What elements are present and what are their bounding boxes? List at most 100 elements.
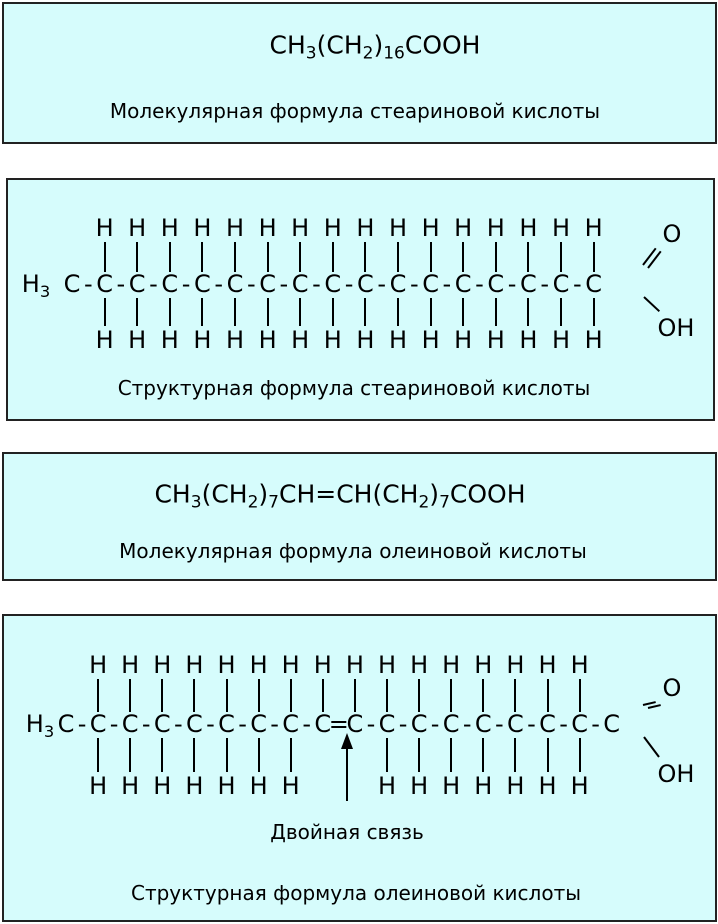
hydrogen-atom-bottom: H [258,326,277,354]
carbon-atom: C [63,270,81,298]
hydrogen-atom-top: H [281,651,300,679]
hydrogen-atom-bottom: H [356,326,375,354]
hydrogen-atom-top: H [217,651,236,679]
hydrogen-atom-top: H [442,651,461,679]
formula-part: COOH [449,479,526,509]
hydrogen-atom-top: H [474,651,493,679]
bond-top [418,679,421,712]
carbon-atom: C [194,270,211,298]
single-bond: - [312,270,321,298]
carbon-atom: C [520,270,537,298]
formula-subscript: 16 [383,43,405,64]
bond-bottom [418,738,421,772]
hydrogen-atom-bottom: H [538,772,557,800]
single-bond: - [279,270,289,298]
hydrogen-atom-bottom: H [474,772,493,800]
double-bond-label: Двойная связь [270,820,424,844]
bond-top [386,679,388,712]
stearic-structural-caption: Структурная формула стеариновой кислоты [117,376,591,400]
single-bond: - [572,270,582,298]
methyl-subscript: 3 [43,721,55,741]
hydrogen-atom-bottom: H [249,772,268,800]
formula-part: ) [429,479,440,509]
single-bond: - [77,710,87,738]
hydrogen-atom-top: H [486,214,505,242]
bond-bottom [482,738,485,772]
carbon-atom: C [186,710,203,738]
single-bond: - [181,270,191,298]
carbon-atom: C [507,710,524,738]
hydrogen-atom-bottom: H [454,326,473,354]
bond-top [331,242,334,272]
formula-part: CH [154,479,191,509]
hydroxyl-group: OH [657,314,695,342]
bond-top [514,679,517,712]
single-bond: - [246,270,256,298]
bond-top [225,679,228,712]
bond-bottom [364,298,367,326]
methyl-group: H3 [22,272,50,300]
hydrogen-atom-top: H [193,214,212,242]
bond-top [97,679,100,712]
single-bond: - [475,270,484,298]
hydrogen-atom-bottom: H [388,326,408,354]
hydrogen-atom-top: H [160,214,179,242]
carbon-atom: C [571,710,588,738]
carbon-atom: C [250,710,267,738]
hydrogen-atom-top: H [225,214,245,242]
bond-top [353,679,356,712]
carbon-atom: C [442,710,460,738]
carbon-atom: C [259,270,276,298]
bond-bottom [546,738,549,772]
bond-top [103,242,106,272]
hydrogen-atom-top: H [506,651,525,679]
hydroxyl-group: OH [657,760,695,788]
bond-top [364,242,367,272]
bond-bottom [201,298,204,326]
bond-top [592,242,595,272]
single-bond: - [409,270,419,298]
carbonyl-oxygen: O [662,674,682,702]
bond-bottom [514,738,517,772]
bond-top [462,242,465,272]
bond-bottom [225,738,228,772]
single-bond: - [83,270,93,298]
carbonyl-oxygen: O [662,220,682,248]
single-bond: - [377,270,387,298]
oleic-structural-caption: Структурная формула олеиновой кислоты [130,881,582,905]
double-bond-arrow-shaft [346,745,348,801]
hydrogen-atom-top: H [388,214,408,242]
carbon-atom: C [487,270,505,298]
single-bond: - [214,270,224,298]
stearic-molecular-formula: CH3(CH2)16COOH [270,31,481,63]
hydrogen-atom-top: H [519,214,538,242]
bond-bottom [592,298,595,326]
single-bond: - [206,710,215,738]
single-bond: - [430,710,440,738]
bond-top [129,679,132,712]
single-bond: - [507,270,517,298]
oleic-molecular-caption: Молекулярная формула олеиновой кислоты [119,539,587,563]
carbon-atom: C [153,710,171,738]
bond-bottom [397,298,399,326]
bond-top [527,242,530,272]
methyl-group: H3 [26,712,54,740]
single-bond: - [591,710,600,738]
hydrogen-atom-top: H [89,651,108,679]
single-bond: - [559,710,568,738]
bond-bottom [234,298,236,326]
formula-part: (CH [201,479,248,509]
single-bond: - [540,270,550,298]
bond-bottom [386,738,388,772]
bond-bottom [161,738,164,772]
oleic-molecular-formula: CH3(CH2)7CH=CH(CH2)7COOH [154,479,526,512]
stearic-molecular-box [2,2,717,144]
single-bond: - [495,710,504,738]
hydrogen-atom-bottom: H [486,326,505,354]
bond-top [321,679,324,712]
formula-subscript: 7 [439,492,450,513]
hydrogen-atom-top: H [410,651,429,679]
formula-part: ) [258,479,269,509]
bond-top [201,242,204,272]
carbon-atom: C [585,270,602,298]
